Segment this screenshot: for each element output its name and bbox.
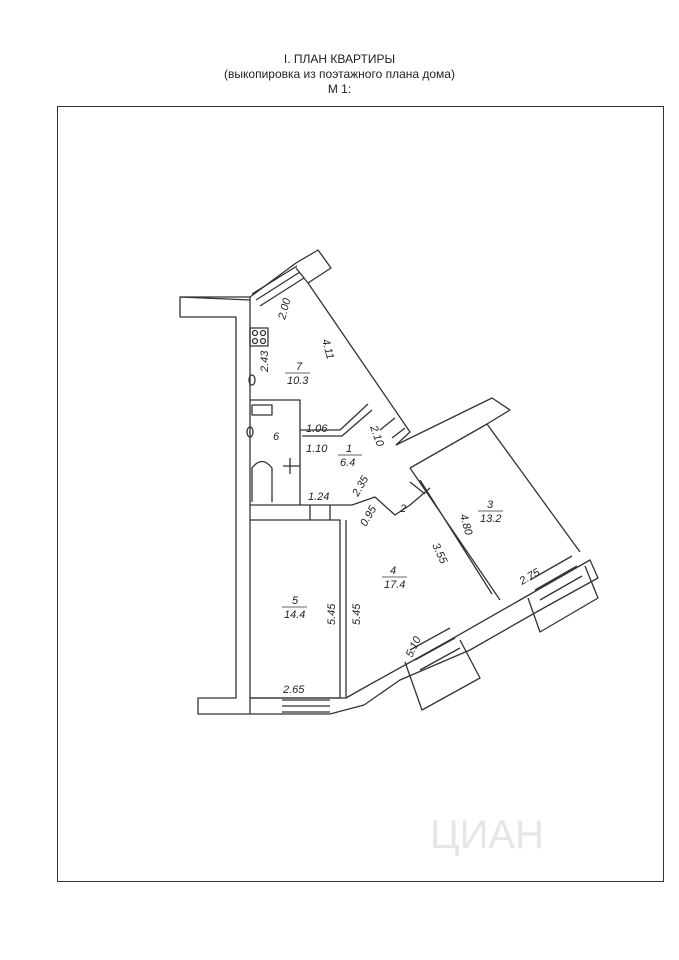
room-7-num: 7 <box>296 361 303 373</box>
plan-subtitle: (выкопировка из поэтажного плана дома) <box>224 67 455 81</box>
heater <box>248 374 256 386</box>
dim-label: 5.45 <box>326 603 338 625</box>
plan-header: I. ПЛАН КВАРТИРЫ (выкопировка из поэтажн… <box>0 52 679 97</box>
dimension-labels: 2.00 4.11 2.43 1.06 1.10 2.10 2.35 1.24 … <box>259 296 543 696</box>
dim-label: 2.75 <box>517 566 543 588</box>
window-bottom <box>282 699 330 713</box>
dim-label: 2.65 <box>282 684 305 696</box>
room-4-area: 17.4 <box>384 579 405 591</box>
bay-room4 <box>404 639 481 711</box>
room-3-num: 3 <box>487 499 494 511</box>
room-7-area: 10.3 <box>287 375 309 387</box>
room-labels: 7 10.3 6 1 6.4 2 3 13.2 4 17.4 5 14.4 <box>273 361 503 621</box>
plan-title: I. ПЛАН КВАРТИРЫ <box>283 52 396 66</box>
stove-burner <box>259 329 267 337</box>
stove-burner <box>251 329 259 337</box>
window-top <box>251 265 305 307</box>
northeast-inner <box>295 267 309 284</box>
bathtub <box>251 460 273 502</box>
window-room3 <box>529 555 583 601</box>
bottom-wall <box>250 559 599 715</box>
room-3-west-wall <box>409 467 501 601</box>
stove <box>249 327 269 347</box>
room-5-num: 5 <box>292 595 299 607</box>
dim-label: 2.35 <box>350 473 372 499</box>
watermark: ЦИАН <box>430 813 544 857</box>
stove-burner <box>259 337 267 345</box>
dim-label: 5.45 <box>351 603 363 625</box>
toilet <box>246 426 254 438</box>
dim-label: 4.80 <box>457 513 474 538</box>
window-room4 <box>409 627 461 671</box>
sink <box>251 404 273 416</box>
dim-label: 1.10 <box>306 443 328 455</box>
left-wall <box>179 296 251 715</box>
door-marks <box>283 458 300 474</box>
drawing-frame <box>57 106 664 882</box>
room-6-num: 6 <box>273 431 280 443</box>
room-4-num: 4 <box>390 565 396 577</box>
dim-label: 0.95 <box>358 503 380 528</box>
dim-label: 2.43 <box>259 350 271 373</box>
room-1-area: 6.4 <box>340 457 355 469</box>
kitchen-wall <box>250 399 373 505</box>
room-1-num: 1 <box>346 443 352 455</box>
dim-label: 1.06 <box>306 423 328 435</box>
room-2-num: 2 <box>399 503 406 515</box>
bay-room3 <box>527 565 599 633</box>
room-5-area: 14.4 <box>284 609 305 621</box>
stove-burner <box>251 337 259 345</box>
dim-label: 3.55 <box>429 541 449 566</box>
door-ticks <box>309 417 426 520</box>
room-3-walls <box>395 397 581 553</box>
dim-label: 1.24 <box>308 491 329 503</box>
dim-label: 4.11 <box>319 338 336 361</box>
room-3-area: 13.2 <box>480 513 501 525</box>
dim-label: 2.00 <box>276 296 294 322</box>
northeast-wall <box>249 249 411 446</box>
plan-scale: М 1: <box>327 82 352 96</box>
bath-wall <box>250 487 431 516</box>
